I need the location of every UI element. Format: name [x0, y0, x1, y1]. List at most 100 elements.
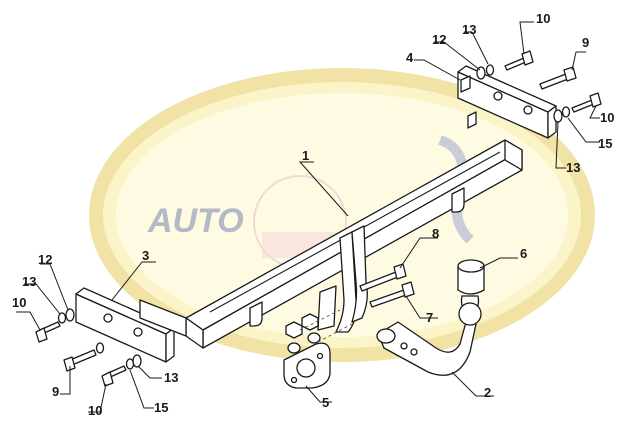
- bolt-10-top: [504, 57, 527, 71]
- main-beam: [185, 139, 523, 349]
- socket-plate-bolt-2: [316, 352, 324, 360]
- leader-13-left-bottom: [137, 365, 162, 379]
- leader-lines: [16, 21, 600, 413]
- socket-plate-hole: [296, 358, 316, 378]
- bolt-10-right: [571, 99, 595, 113]
- bolt-8-head: [393, 263, 407, 280]
- leader-7: [405, 295, 438, 319]
- tow-arm-end: [376, 328, 396, 344]
- bolt-10-left-top-head: [35, 327, 48, 343]
- leader-12-right: [434, 41, 481, 71]
- callout-2: 2: [484, 385, 491, 400]
- callout-labels: 1 2 3 4 5 6 7 8 9 9 10 10 10 10 12 12 13…: [12, 11, 614, 418]
- callout-4: 4: [406, 50, 414, 65]
- beam-end-right: [504, 139, 523, 171]
- left-side-bracket: [75, 287, 187, 363]
- washer-left-mid: [95, 342, 105, 354]
- washer-13-top: [485, 64, 495, 76]
- bolt-10-left-bottom-head: [101, 371, 114, 387]
- callout-10-left-top: 10: [12, 295, 26, 310]
- callout-8: 8: [432, 226, 439, 241]
- bolt-9-left-head: [63, 356, 76, 372]
- leader-10-left-top: [16, 311, 41, 331]
- callout-13-left-top: 13: [22, 274, 36, 289]
- leader-13-top: [464, 31, 489, 65]
- leader-1: [298, 161, 349, 217]
- leader-10-left-bottom: [88, 383, 107, 413]
- washer-12-top: [476, 66, 486, 80]
- nut-2: [301, 313, 319, 331]
- leader-15-left: [129, 369, 154, 409]
- right-fasteners: [476, 50, 602, 123]
- socket-plate-bolt-1: [290, 376, 298, 384]
- ball-cap-top: [457, 259, 485, 273]
- right-bracket-hole-1: [493, 91, 503, 101]
- washer-13-left-top: [57, 312, 67, 324]
- callout-13-top: 13: [462, 22, 476, 37]
- watermark-text: AUTO: [147, 202, 244, 240]
- callout-15-left: 15: [154, 400, 168, 415]
- right-bracket-edge: [547, 105, 557, 139]
- leader-3: [111, 261, 156, 301]
- left-bracket-edge: [165, 327, 175, 363]
- washer-13-right: [553, 109, 563, 123]
- callout-10-top: 10: [536, 11, 550, 26]
- callout-12-right: 12: [432, 32, 446, 47]
- callout-9-right: 9: [582, 35, 589, 50]
- center-bolts: [359, 263, 415, 308]
- washer-stack-1: [287, 342, 301, 354]
- leader-2: [451, 371, 494, 397]
- nut-1: [285, 321, 303, 339]
- beam-bracket-right: [451, 187, 465, 213]
- washer-13-left-bottom: [132, 354, 142, 368]
- left-fasteners: [35, 308, 142, 387]
- left-mount-plate: [139, 299, 187, 337]
- tow-arm-pin-1: [400, 342, 408, 350]
- washer-stack-2: [307, 332, 321, 344]
- ball-cap-body: [457, 265, 485, 295]
- leader-12-left: [40, 263, 69, 311]
- bolt-7-head: [401, 281, 415, 298]
- callout-7: 7: [426, 310, 433, 325]
- leader-15-right: [567, 117, 600, 143]
- assembly-line-1: [299, 309, 341, 331]
- callout-13-left-bottom: 13: [164, 370, 178, 385]
- tow-ball: [458, 302, 482, 326]
- assembly-line-2: [317, 323, 353, 343]
- left-bracket-hole-2: [133, 327, 143, 337]
- hanger-plate-side: [317, 285, 337, 331]
- leader-5: [305, 385, 332, 403]
- leader-9-right: [571, 51, 586, 71]
- leader-13-left-top: [24, 283, 61, 315]
- callout-10-left-bottom: 10: [88, 403, 102, 418]
- leader-4: [414, 59, 461, 81]
- callout-1: 1: [302, 148, 309, 163]
- leader-6: [479, 257, 518, 269]
- bolt-9-right-head: [563, 66, 577, 82]
- leader-13-right: [555, 121, 566, 169]
- leader-10-right: [589, 105, 600, 119]
- right-bracket-hole-2: [523, 105, 533, 115]
- beam-bracket-left: [249, 301, 263, 327]
- callout-13-right: 13: [566, 160, 580, 175]
- callout-9-left: 9: [52, 384, 59, 399]
- callout-3: 3: [142, 248, 149, 263]
- right-bracket-nut: [460, 75, 471, 93]
- right-bracket-clip: [467, 111, 477, 129]
- callout-15-right: 15: [598, 136, 612, 151]
- callout-10-right: 10: [600, 110, 614, 125]
- bolt-9-right: [539, 73, 569, 90]
- ball-cap: [457, 259, 485, 295]
- socket-plate: [283, 342, 331, 389]
- tow-ball-arm: [376, 295, 482, 376]
- leader-9-left: [60, 366, 71, 395]
- callout-6: 6: [520, 246, 527, 261]
- leader-10-top: [519, 21, 534, 55]
- washer-12-left: [65, 308, 75, 322]
- bolt-10-right-head: [589, 92, 602, 108]
- bolt-10-top-head: [521, 50, 534, 66]
- tow-arm-pin-2: [410, 348, 418, 356]
- nut-stack: [285, 309, 353, 354]
